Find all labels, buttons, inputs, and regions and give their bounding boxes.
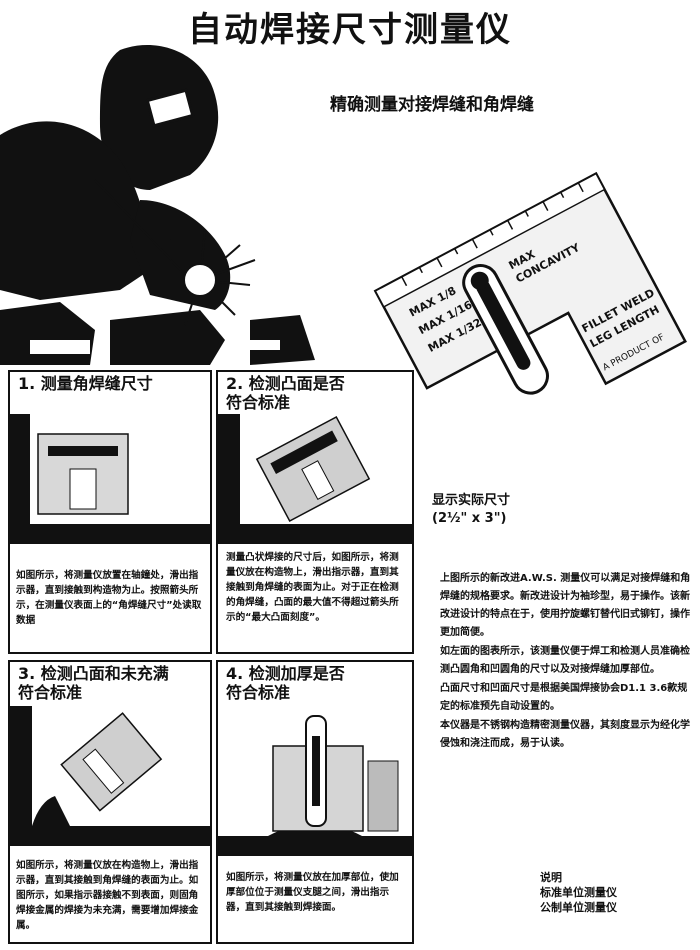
- step-panel-text: 如图所示，将测量仪放在构造物上，滑出指示器，直到其接触到角焊缝的表面为止。如图所…: [16, 860, 199, 931]
- description-paragraph: 本仪器是不锈钢构造精密测量仪器，其刻度显示为经化学侵蚀和浇注而成，易于认读。: [440, 720, 690, 749]
- legend-item: 标准单位测量仪: [540, 886, 617, 899]
- legend-item: 公制单位测量仪: [540, 901, 617, 914]
- page-subtitle: 精确测量对接焊缝和角焊缝: [330, 95, 534, 115]
- description-paragraph: 如左面的图表所示，该测量仪便于焊工和检测人员准确检测凸圆角和凹圆角的尺寸以及对接…: [440, 646, 690, 675]
- step-panel-text: 测量凸状焊接的尺寸后，如图所示，将测量仪放在构造物上，滑出指示器，直到其接触到角…: [226, 552, 399, 623]
- step-panel-text: 如图所示，将测量仪放在加厚部位，使加厚部位位于测量仪支腿之间，滑出指示器，直到其…: [226, 872, 399, 913]
- step-panel-title: 4. 检测加厚是否 符合标准: [226, 664, 345, 702]
- description-paragraph: 凸面尺寸和凹面尺寸是根据美国焊接协会D1.1 3.6款规定的标准预先自动设置的。: [440, 683, 688, 712]
- gauge-illustration: MAX 1/8 MAX 1/16 MAX 1/32 MAX CONCAVITY …: [373, 171, 687, 395]
- step-panel-title: 2. 检测凸面是否 符合标准: [226, 374, 345, 412]
- step-panel-title: 3. 检测凸面和未充满 符合标准: [18, 664, 169, 702]
- step-panel-title: 1. 测量角焊缝尺寸: [18, 374, 153, 393]
- description-paragraph: 上图所示的新改进A.W.S. 测量仪可以满足对接焊缝和角焊缝的规格要求。新改进设…: [440, 573, 691, 638]
- step-2-illustration: [218, 414, 412, 544]
- step-panel-4: 4. 检测加厚是否 符合标准 如图所示，将测量仪放在加厚部位，使加厚部位位于测量…: [216, 660, 414, 944]
- gauge-caption-line1: 显示实际尺寸: [432, 493, 511, 508]
- step-panel-2: 2. 检测凸面是否 符合标准 测量凸状焊接的尺寸后，如图所示，将测量仪放在构造物…: [216, 370, 414, 654]
- step-panel-3: 3. 检测凸面和未充满 符合标准 如图所示，将测量仪放在构造物上，滑出指示器，直…: [8, 660, 212, 944]
- product-description: 上图所示的新改进A.W.S. 测量仪可以满足对接焊缝和角焊缝的规格要求。新改进设…: [440, 570, 692, 754]
- step-panel-text: 如图所示，将测量仪放置在轴鐘处，滑出指示器，直到接触到构造物为止。按照箭头所示，…: [16, 570, 202, 626]
- gauge-caption: 显示实际尺寸 (2½" x 3"): [432, 492, 510, 528]
- legend: 说明 标准单位测量仪 公制单位测量仪: [540, 870, 617, 915]
- step-3-illustration: [10, 706, 210, 846]
- gauge-caption-line2: (2½" x 3"): [432, 511, 507, 526]
- page-title: 自动焊接尺寸测量仪: [188, 10, 512, 50]
- step-panel-1: 1. 测量角焊缝尺寸 如图所示，将测量仪放置在轴鐘处，滑出指示器，直到接触到构造…: [8, 370, 212, 654]
- legend-heading: 说明: [540, 871, 562, 884]
- step-1-illustration: [10, 414, 210, 544]
- welder-illustration: [0, 45, 315, 365]
- step-4-illustration: [218, 715, 412, 856]
